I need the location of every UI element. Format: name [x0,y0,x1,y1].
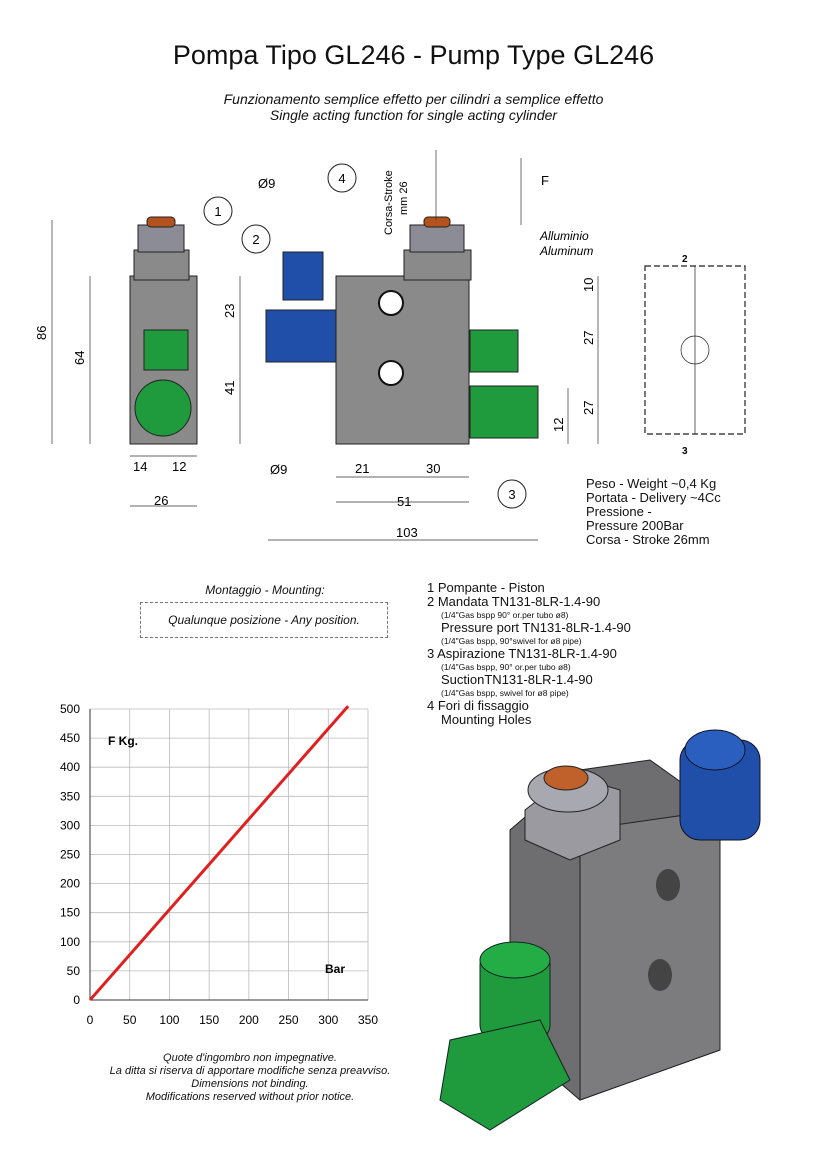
y-tick-label: 300 [60,818,80,832]
pump-3d-render [439,729,761,1131]
spec-stroke: Corsa - Stroke 26mm [586,532,710,547]
dim-diam-9-top: Ø9 [258,176,275,191]
part-item: SuctionTN131-8LR-1.4-90 [441,672,593,687]
part-item: Pressure port TN131-8LR-1.4-90 [441,620,631,635]
y-tick-label: 250 [60,848,80,862]
x-tick-label: 100 [159,1013,179,1027]
dim-41: 41 [222,381,237,395]
callouts: 1 2 3 4 [203,163,527,509]
dim-27-upper: 27 [581,331,596,345]
note-2: La ditta si riserva di apportare modific… [109,1065,391,1077]
y-axis-label: F Kg. [108,734,138,748]
part-note: (1/4"Gas bspp, swivel for ø8 pipe) [441,688,569,698]
dim-51: 51 [397,494,411,509]
callout-1: 1 [214,204,221,219]
part-note: (1/4"Gas bspp, 90°swivel for ø8 pipe) [441,636,582,646]
front-view [265,216,539,445]
spec-pressure-label: Pressione - [586,504,652,519]
dim-21: 21 [355,461,369,476]
port-3-label: 3 [682,446,688,457]
spec-delivery: Portata - Delivery ~4Cc [586,490,721,505]
side-view [129,216,198,445]
note-1: Quote d'ingombro non impegnative. [163,1052,337,1064]
mounting-label: Montaggio - Mounting: [205,583,325,597]
spec-pressure: Pressure 200Bar [586,518,684,533]
material-it: Alluminio [539,229,589,243]
subtitle-it: Funzionamento semplice effetto per cilin… [223,91,604,107]
dim-64: 64 [72,351,87,365]
technical-drawing: 1 2 3 4 86 64 14 12 26 23 41 Ø9 Ø9 21 30… [34,150,746,541]
y-tick-label: 200 [60,877,80,891]
part-item: 4 Fori di fissaggio [427,698,529,713]
material-en: Aluminum [539,244,593,258]
y-tick-label: 400 [60,760,80,774]
series-line-F [88,705,350,1001]
dim-12: 12 [172,459,186,474]
dimension-labels: 86 64 14 12 26 23 41 Ø9 Ø9 21 30 51 103 … [34,170,688,540]
x-tick-label: 150 [199,1013,219,1027]
dim-diam-9-bottom: Ø9 [270,462,287,477]
x-tick-label: 350 [358,1013,378,1027]
y-tick-label: 100 [60,935,80,949]
part-item: 3 Aspirazione TN131-8LR-1.4-90 [427,646,617,661]
x-tick-label: 250 [279,1013,299,1027]
dim-10: 10 [581,278,596,292]
subtitle-en: Single acting function for single acting… [269,107,558,123]
callout-2: 2 [252,232,259,247]
page-title: Pompa Tipo GL246 - Pump Type GL246 [172,40,655,70]
force-label: F [541,173,549,188]
y-tick-label: 150 [60,906,80,920]
callout-4: 4 [338,171,345,186]
x-tick-label: 50 [123,1013,137,1027]
part-note: (1/4"Gas bspp, 90° or.per tubo ø8) [441,662,571,672]
dim-103: 103 [396,525,418,540]
x-axis-label: Bar [325,962,345,976]
note-4: Modifications reserved without prior not… [145,1091,355,1103]
x-tick-label: 0 [87,1013,94,1027]
stroke-value: mm 26 [398,181,410,215]
part-item: 2 Mandata TN131-8LR-1.4-90 [427,594,601,609]
disclaimer: Quote d'ingombro non impegnative. La dit… [60,1052,440,1104]
y-tick-label: 350 [60,789,80,803]
x-tick-label: 300 [318,1013,338,1027]
y-tick-label: 50 [67,964,81,978]
part-item: 1 Pompante - Piston [427,580,545,595]
stroke-label: Corsa-Stroke [383,170,395,235]
y-tick-label: 450 [60,731,80,745]
dim-30: 30 [426,461,440,476]
force-pressure-chart: 0 50 100 150 200 250 300 350 400 450 500 0 50 100 150 2… [60,702,378,1027]
part-note: (1/4"Gas bspp 90° or.per tubo ø8) [441,610,569,620]
dim-12-port: 12 [551,418,566,432]
dim-14: 14 [133,459,147,474]
specs: Peso - Weight ~0,4 Kg Portata - Delivery… [586,477,721,547]
dim-27-lower: 27 [581,401,596,415]
spec-weight: Peso - Weight ~0,4 Kg [586,476,717,491]
part-item: Mounting Holes [441,712,532,727]
note-3: Dimensions not binding. [191,1078,309,1090]
callout-3: 3 [508,487,515,502]
y-tick-label: 500 [60,702,80,716]
mounting-value: Qualunque posizione - Any position. [140,602,388,638]
y-tick-label: 0 [73,993,80,1007]
dim-23: 23 [222,304,237,318]
dim-26: 26 [154,493,168,508]
x-tick-label: 200 [239,1013,259,1027]
dim-86: 86 [34,326,49,340]
port-2-label: 2 [682,254,688,265]
